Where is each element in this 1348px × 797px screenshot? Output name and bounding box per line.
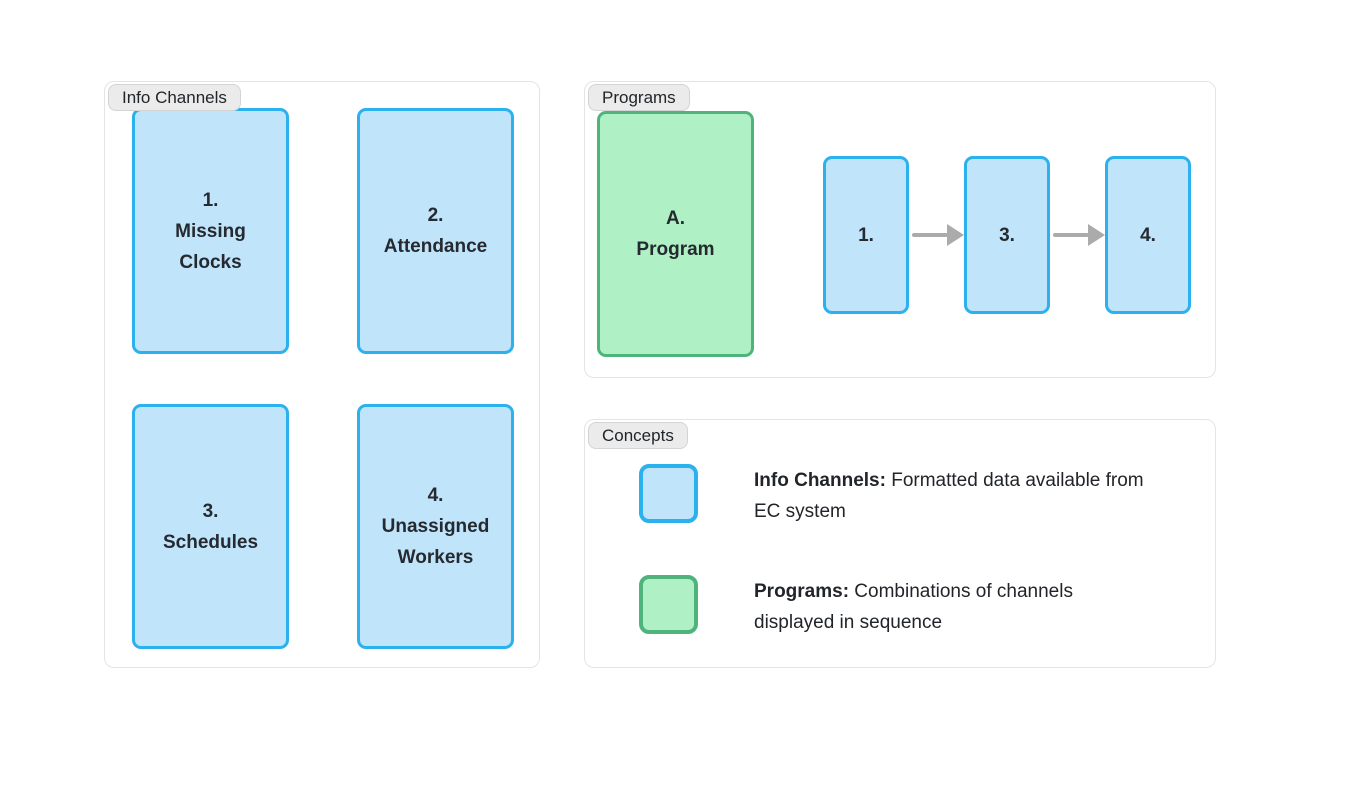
- legend-term: Programs:: [754, 581, 850, 602]
- channel-node-schedules: 3. Schedules: [132, 404, 289, 649]
- legend-description: Combinations of channels displayed in se…: [754, 581, 1073, 633]
- channel-swatch-icon: [639, 464, 698, 523]
- program-sequence: 1. 3. 4.: [823, 156, 1191, 314]
- arrow-shaft: [1053, 233, 1089, 237]
- programs-panel: Programs A. Program 1. 3. 4.: [584, 81, 1216, 378]
- legend-text: Info Channels: Formatted data available …: [754, 464, 1144, 527]
- sequence-node-label: 4.: [1140, 224, 1156, 246]
- concepts-tag: Concepts: [588, 422, 688, 449]
- arrow-right-icon: [1050, 156, 1105, 314]
- channel-name: Unassigned Workers: [381, 516, 490, 568]
- arrow-shaft: [912, 233, 948, 237]
- channel-name: Missing Clocks: [175, 220, 246, 273]
- info-channels-panel: Info Channels 1. Missing Clocks 2. Atten…: [104, 81, 540, 668]
- sequence-node-1: 1.: [823, 156, 909, 314]
- sequence-node-4: 4.: [1105, 156, 1191, 314]
- channel-node-attendance: 2. Attendance: [357, 108, 514, 354]
- concepts-panel: Concepts Info Channels: Formatted data a…: [584, 419, 1216, 668]
- legend-row-info-channels: Info Channels: Formatted data available …: [639, 464, 1144, 527]
- programs-tag: Programs: [588, 84, 690, 111]
- program-swatch-icon: [639, 575, 698, 634]
- legend-row-programs: Programs: Combinations of channels displ…: [639, 575, 1144, 638]
- program-node: A. Program: [597, 111, 754, 357]
- legend: Info Channels: Formatted data available …: [639, 464, 1144, 638]
- arrow-head: [1088, 224, 1105, 246]
- channel-node-unassigned-workers: 4. Unassigned Workers: [357, 404, 514, 649]
- sequence-node-3: 3.: [964, 156, 1050, 314]
- legend-term: Info Channels:: [754, 470, 886, 491]
- sequence-node-label: 1.: [858, 224, 874, 246]
- info-channels-tag: Info Channels: [108, 84, 241, 111]
- arrow-right-icon: [909, 156, 964, 314]
- channel-name: Schedules: [162, 531, 259, 553]
- arrow-head: [947, 224, 964, 246]
- channel-number: 1.: [202, 189, 219, 211]
- channel-number: 2.: [427, 205, 444, 226]
- legend-description: Formatted data available from EC system: [754, 470, 1144, 522]
- channel-node-missing-clocks: 1. Missing Clocks: [132, 108, 289, 354]
- program-number: A.: [666, 208, 685, 229]
- program-name: Program: [636, 239, 715, 260]
- channel-number: 3.: [202, 500, 219, 522]
- legend-text: Programs: Combinations of channels displ…: [754, 575, 1144, 638]
- sequence-node-label: 3.: [999, 224, 1015, 246]
- channel-name: Attendance: [383, 236, 488, 257]
- channel-number: 4.: [427, 485, 444, 506]
